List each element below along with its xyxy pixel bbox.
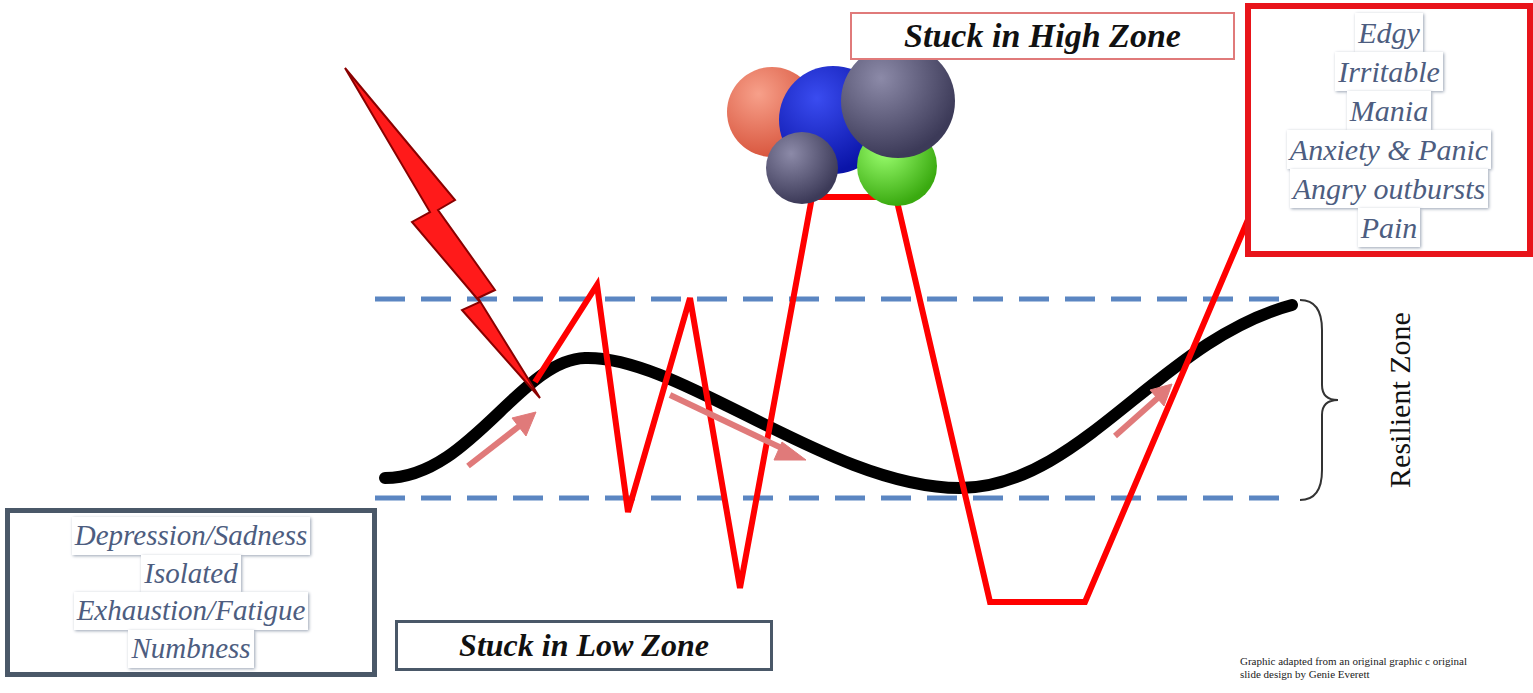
symptom-text: Angry outbursts (1290, 169, 1489, 208)
lightning-bolt (345, 68, 540, 398)
symptom-text: Pain (1358, 208, 1421, 247)
zone-bracket (1300, 300, 1338, 500)
low-zone-box: Stuck in Low Zone (395, 620, 773, 671)
symptom-text: Mania (1347, 91, 1431, 130)
zone-label: Resilient Zone (1383, 312, 1417, 488)
lower-dashed-line (375, 496, 1288, 501)
symptom-text: Irritable (1335, 52, 1443, 91)
high-symptoms-box: EdgyIrritableManiaAnxiety & PanicAngry o… (1245, 3, 1533, 257)
zone-title: Stuck in High Zone (862, 17, 1223, 55)
direction-arrows (468, 384, 1172, 466)
symptom-text: Isolated (141, 555, 240, 593)
low-symptoms-box: Depression/SadnessIsolatedExhaustion/Fat… (5, 508, 377, 677)
dysregulated-line (535, 197, 1250, 602)
symptom-text: Edgy (1355, 13, 1423, 52)
symptom-text: Depression/Sadness (72, 517, 311, 555)
zone-title: Stuck in Low Zone (408, 627, 760, 664)
symptom-text: Numbness (128, 630, 253, 668)
upper-dashed-line (375, 297, 1288, 302)
credit-note: Graphic adapted from an original graphic… (1240, 655, 1490, 681)
resilient-curve (385, 305, 1292, 488)
symptom-text: Exhaustion/Fatigue (74, 592, 309, 630)
symptom-text: Anxiety & Panic (1287, 130, 1491, 169)
high-zone-box: Stuck in High Zone (850, 12, 1235, 60)
exercise-balls (727, 44, 955, 206)
